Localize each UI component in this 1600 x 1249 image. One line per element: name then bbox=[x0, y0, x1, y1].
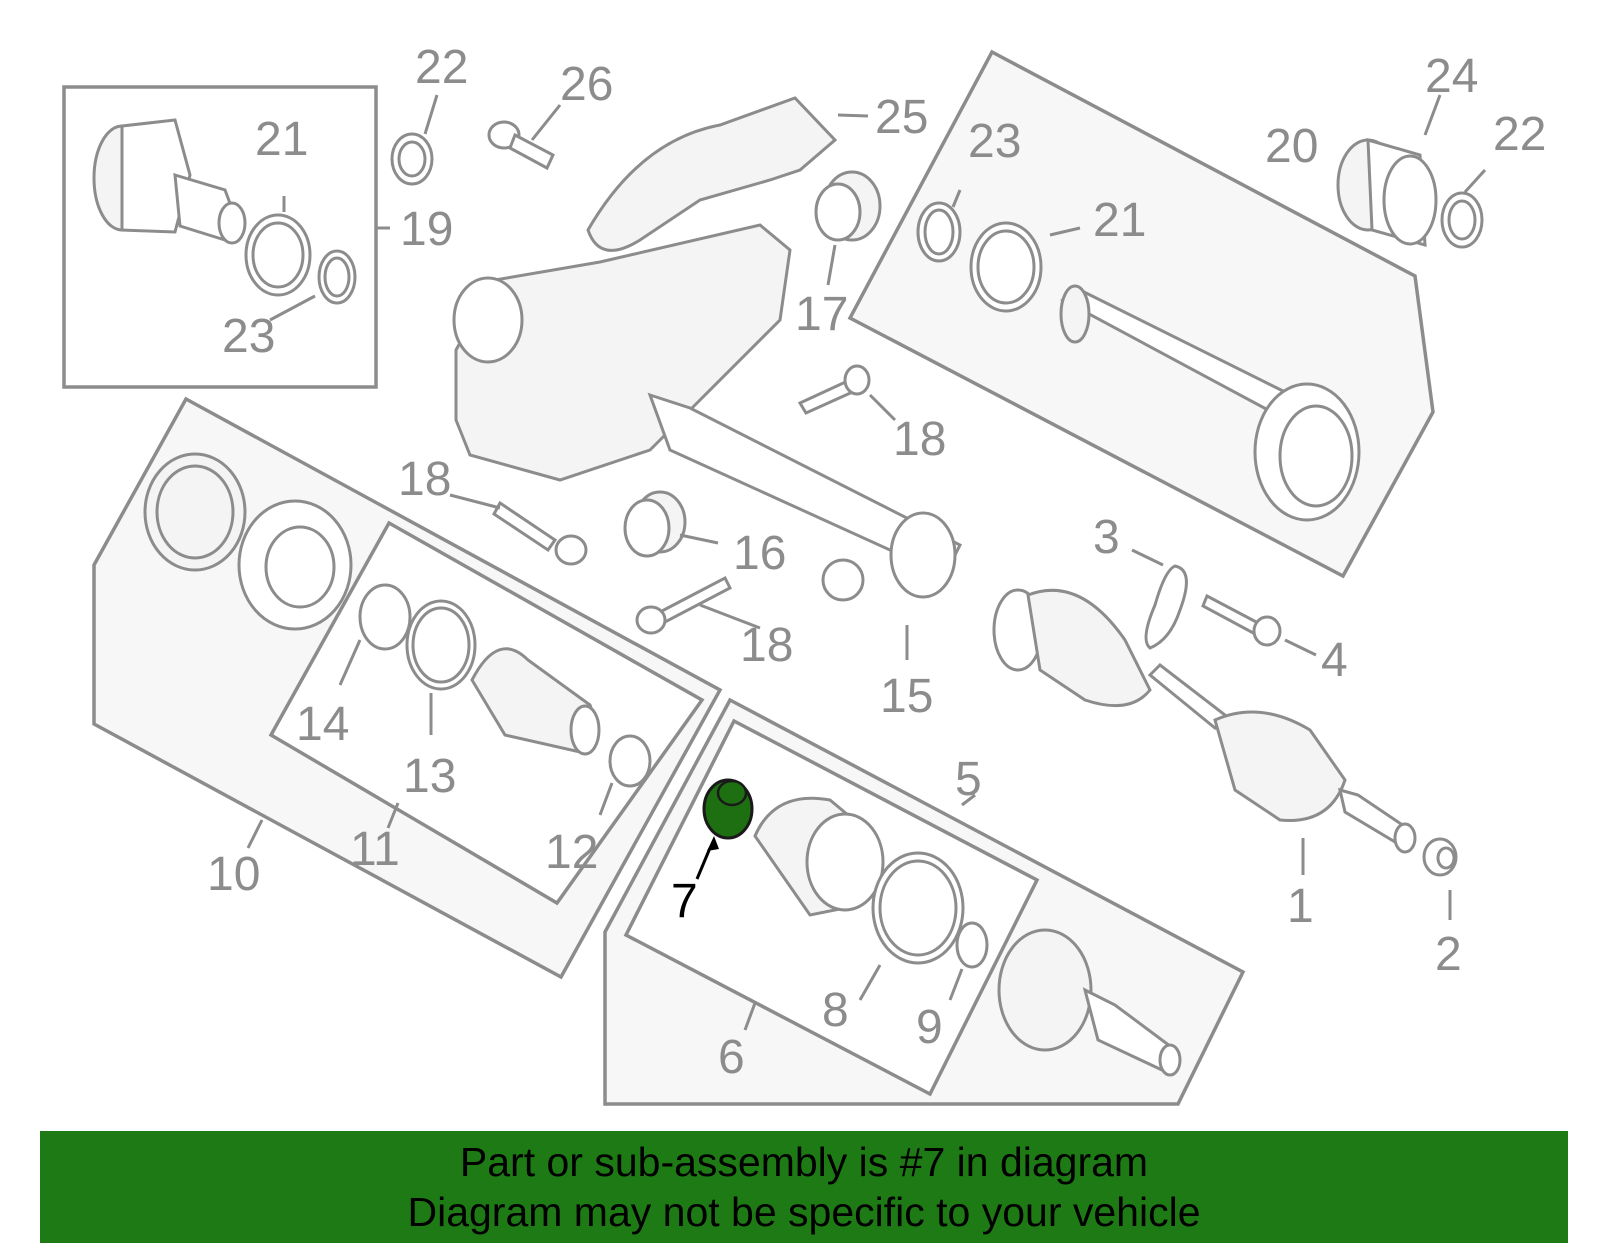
callout-2: 2 bbox=[1435, 928, 1462, 981]
callout-24: 24 bbox=[1425, 50, 1478, 103]
banner-line-2: Diagram may not be specific to your vehi… bbox=[407, 1189, 1201, 1235]
differential-housing bbox=[452, 223, 963, 602]
callout-11: 11 bbox=[350, 823, 400, 876]
bracket-3 bbox=[1131, 548, 1188, 650]
seal-22-top bbox=[390, 94, 439, 186]
callout-15: 15 bbox=[880, 670, 933, 723]
callout-8: 8 bbox=[822, 984, 849, 1037]
banner-line-1: Part or sub-assembly is #7 in diagram bbox=[459, 1139, 1149, 1185]
callout-18-left: 18 bbox=[398, 453, 451, 506]
callout-5: 5 bbox=[955, 753, 982, 806]
box-20 bbox=[847, 49, 1435, 579]
bolt-18-lower bbox=[635, 575, 761, 635]
heat-shield bbox=[586, 96, 838, 252]
seal-22-right bbox=[1440, 168, 1487, 249]
drive-shaft-1 bbox=[992, 588, 1417, 875]
bushing-17 bbox=[814, 170, 882, 286]
bolt-18-upper bbox=[797, 364, 897, 422]
callout-18-upper: 18 bbox=[893, 413, 946, 466]
callout-23-right: 23 bbox=[968, 115, 1021, 168]
callout-26: 26 bbox=[560, 58, 613, 111]
callout-22-top: 22 bbox=[415, 41, 468, 94]
bolt-18-left bbox=[449, 493, 588, 566]
info-banner: Part or sub-assembly is #7 in diagram Di… bbox=[40, 1131, 1568, 1243]
bushing-16 bbox=[623, 490, 719, 558]
callout-1: 1 bbox=[1287, 880, 1314, 933]
callout-7: 7 bbox=[671, 875, 698, 928]
bolt-26 bbox=[487, 104, 562, 171]
callout-3: 3 bbox=[1093, 511, 1120, 564]
callout-25: 25 bbox=[875, 91, 928, 144]
callout-10: 10 bbox=[207, 848, 260, 901]
callout-14: 14 bbox=[296, 698, 349, 751]
callout-16: 16 bbox=[733, 527, 786, 580]
highlighted-part-7[interactable] bbox=[695, 778, 754, 880]
box-19 bbox=[62, 85, 390, 389]
callout-13: 13 bbox=[403, 750, 456, 803]
callout-21-right: 21 bbox=[1093, 194, 1146, 247]
callout-4: 4 bbox=[1321, 634, 1348, 687]
callout-23-left: 23 bbox=[222, 310, 275, 363]
callout-6: 6 bbox=[718, 1031, 745, 1084]
nut-2 bbox=[1422, 837, 1458, 920]
bolt-4 bbox=[1201, 593, 1317, 657]
callout-21-left: 21 bbox=[255, 113, 308, 166]
callout-22-right: 22 bbox=[1493, 108, 1546, 161]
callout-9: 9 bbox=[916, 1001, 943, 1054]
box-10 bbox=[92, 396, 723, 980]
callout-20: 20 bbox=[1265, 120, 1318, 173]
bearing-24 bbox=[1336, 94, 1442, 248]
callout-18-lower: 18 bbox=[740, 619, 793, 672]
callout-12: 12 bbox=[545, 826, 598, 879]
callout-19: 19 bbox=[400, 203, 453, 256]
callout-17: 17 bbox=[795, 288, 848, 341]
